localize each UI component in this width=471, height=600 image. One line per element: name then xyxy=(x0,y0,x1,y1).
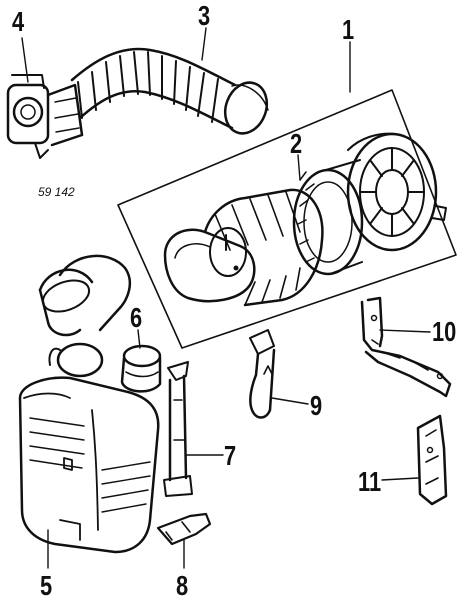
callout-8: 8 xyxy=(176,570,189,600)
callout-2: 2 xyxy=(290,128,303,159)
leader-lines xyxy=(21,27,431,569)
part-6-sleeve xyxy=(120,344,162,393)
callout-5: 5 xyxy=(40,570,53,600)
callout-1: 1 xyxy=(342,14,355,45)
assembly-frame xyxy=(117,89,457,349)
part-7-strap xyxy=(163,361,193,497)
part-3-intake-hose xyxy=(70,47,269,135)
reference-code: 59 142 xyxy=(38,185,75,199)
air-cleaner-cover xyxy=(346,132,447,252)
part-4-throttle-adapter xyxy=(6,74,84,159)
part-9-bracket xyxy=(249,329,276,419)
callout-10: 10 xyxy=(432,316,457,347)
part-8-clip xyxy=(156,512,212,546)
callout-7: 7 xyxy=(224,440,237,471)
part-1-air-cleaner xyxy=(163,188,324,307)
part-11-support-plate xyxy=(416,414,448,506)
callout-6: 6 xyxy=(130,302,143,333)
part-5-resonator xyxy=(18,254,160,554)
callout-3: 3 xyxy=(198,0,211,31)
callout-9: 9 xyxy=(310,390,323,421)
callout-11: 11 xyxy=(358,466,382,497)
part-10-bracket xyxy=(360,296,452,398)
callout-4: 4 xyxy=(12,6,25,37)
